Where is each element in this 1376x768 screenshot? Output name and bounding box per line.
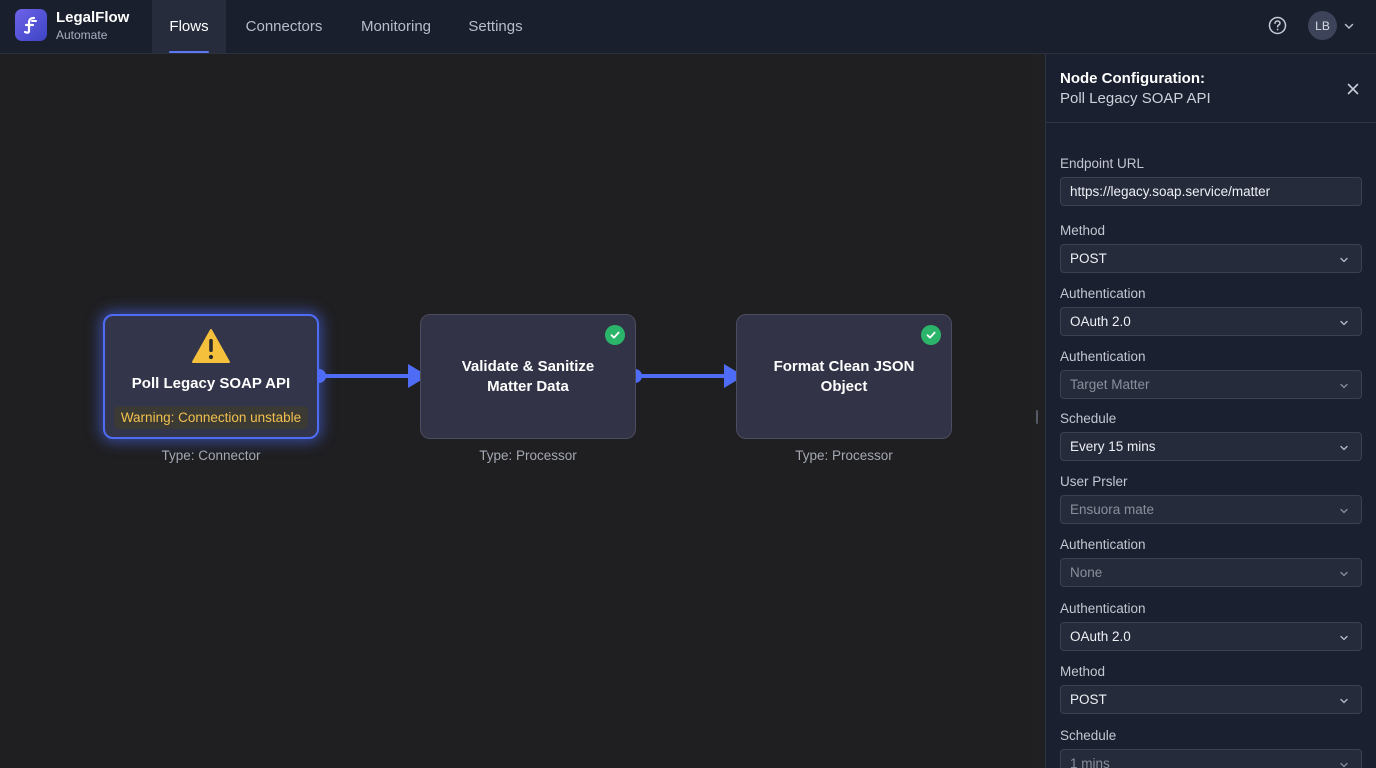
chevron-down-icon[interactable] — [1343, 19, 1355, 31]
top-bar: LegalFlow Automate Flows Connectors Moni… — [0, 0, 1376, 54]
status-badge: Warning: Connection unstable — [113, 406, 309, 429]
flow-node-format-json[interactable]: Format Clean JSON Object — [736, 314, 952, 439]
node-config-panel: Node Configuration: Poll Legacy SOAP API… — [1045, 54, 1376, 768]
chevron-down-icon — [1340, 257, 1348, 263]
chevron-down-icon — [1340, 762, 1348, 768]
flow-node-validate-sanitize[interactable]: Validate & Sanitize Matter Data — [420, 314, 636, 439]
chevron-down-icon — [1340, 383, 1348, 389]
tab-monitoring[interactable]: Monitoring — [360, 18, 432, 35]
select-value: 1 mins — [1070, 756, 1110, 768]
tab-connectors[interactable]: Connectors — [245, 18, 323, 35]
method-select[interactable]: POST — [1060, 244, 1362, 273]
chevron-down-icon — [1340, 320, 1348, 326]
chevron-down-icon — [1340, 571, 1348, 577]
authentication-select[interactable]: OAuth 2.0 — [1060, 307, 1362, 336]
method-post-select[interactable]: POST — [1060, 685, 1362, 714]
field-label-authentication: Authentication — [1060, 286, 1146, 301]
flow-logo-icon[interactable] — [15, 9, 47, 41]
check-circle-icon — [921, 325, 941, 345]
tab-settings[interactable]: Settings — [468, 18, 523, 35]
app-subtitle: Automate — [56, 28, 108, 42]
node-type-label: Type: Processor — [795, 448, 893, 463]
authentication-target-select[interactable]: Target Matter — [1060, 370, 1362, 399]
warning-triangle-icon — [192, 329, 230, 363]
authentication-none-select[interactable]: None — [1060, 558, 1362, 587]
app-name: LegalFlow — [56, 9, 130, 26]
edge-validate-to-format — [628, 364, 744, 388]
flow-node-poll-legacy-soap-api[interactable]: Poll Legacy SOAP API Warning: Connection… — [103, 314, 319, 439]
select-value: OAuth 2.0 — [1070, 629, 1131, 644]
panel-node-name: Poll Legacy SOAP API — [1060, 90, 1211, 107]
tab-flows[interactable]: Flows — [152, 0, 226, 53]
check-circle-icon — [605, 325, 625, 345]
panel-title: Node Configuration: — [1060, 70, 1205, 87]
field-label-schedule: Schedule — [1060, 411, 1117, 426]
chevron-down-icon — [1340, 508, 1348, 514]
field-label-authentication: Authentication — [1060, 601, 1146, 616]
user-parser-select[interactable]: Ensuora mate — [1060, 495, 1362, 524]
schedule-interval-select[interactable]: 1 mins — [1060, 749, 1362, 768]
panel-resize-handle[interactable] — [1036, 410, 1038, 424]
field-label-user-parser: User Prsler — [1060, 474, 1128, 489]
help-circle-icon[interactable] — [1268, 16, 1287, 35]
schedule-select[interactable]: Every 15 mins — [1060, 432, 1362, 461]
select-value: POST — [1070, 251, 1107, 266]
field-label-authentication: Authentication — [1060, 349, 1146, 364]
select-value: OAuth 2.0 — [1070, 314, 1131, 329]
node-title: Validate & Sanitize Matter Data — [461, 357, 595, 395]
chevron-down-icon — [1340, 635, 1348, 641]
select-value: None — [1070, 565, 1103, 580]
field-label-method: Method — [1060, 223, 1106, 238]
select-value: POST — [1070, 692, 1107, 707]
endpoint-url-input[interactable]: https://legacy.soap.service/matter — [1060, 177, 1362, 206]
field-label-authentication: Authentication — [1060, 537, 1146, 552]
chevron-down-icon — [1340, 698, 1348, 704]
node-type-label: Type: Processor — [479, 448, 577, 463]
edge-connector-to-validate — [312, 364, 428, 388]
field-label-endpoint-url: Endpoint URL — [1060, 156, 1145, 171]
close-icon[interactable] — [1346, 82, 1360, 96]
panel-divider — [1046, 122, 1376, 123]
select-value: Target Matter — [1070, 377, 1150, 392]
field-label-method: Method — [1060, 664, 1106, 679]
avatar[interactable]: LB — [1308, 11, 1337, 40]
authentication-oauth-select[interactable]: OAuth 2.0 — [1060, 622, 1362, 651]
select-value: Ensuora mate — [1070, 502, 1155, 517]
node-title: Poll Legacy SOAP API — [131, 375, 291, 392]
field-label-schedule: Schedule — [1060, 728, 1117, 743]
chevron-down-icon — [1340, 445, 1348, 451]
node-title: Format Clean JSON Object — [773, 357, 915, 395]
node-type-label: Type: Connector — [161, 448, 261, 463]
select-value: Every 15 mins — [1070, 439, 1156, 454]
